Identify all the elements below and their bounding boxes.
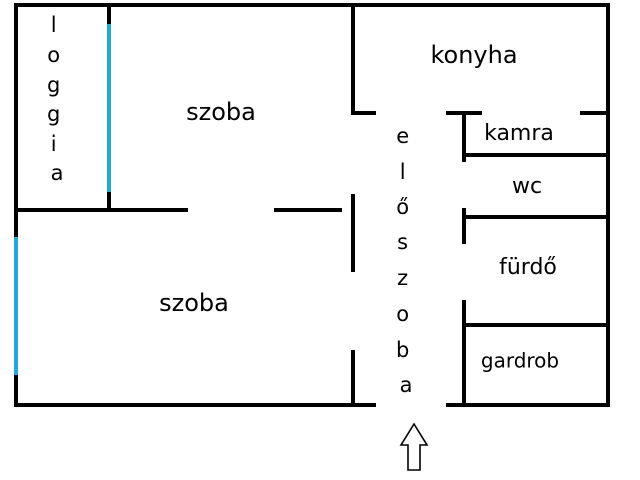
eloszoba-letter: s bbox=[397, 230, 408, 254]
room-label-eloszoba: e l ő s z o b a bbox=[396, 124, 416, 397]
loggia-letter: g bbox=[47, 73, 60, 97]
room-label-loggia: l o g g i a bbox=[47, 13, 67, 185]
eloszoba-letter: e bbox=[396, 124, 409, 148]
loggia-letter: i bbox=[51, 132, 57, 156]
loggia-letter: o bbox=[47, 43, 60, 67]
room-label-gardrob: gardrob bbox=[481, 349, 559, 373]
loggia-letter: l bbox=[51, 13, 57, 37]
room-label-furdo: fürdő bbox=[499, 255, 557, 280]
room-label-kamra: kamra bbox=[484, 121, 554, 146]
walls bbox=[14, 3, 610, 407]
room-label-szoba-upper: szoba bbox=[186, 98, 256, 126]
eloszoba-letter: a bbox=[400, 373, 413, 397]
eloszoba-letter: o bbox=[396, 302, 409, 326]
room-label-wc: wc bbox=[512, 174, 542, 199]
room-labels: l o g g i a szoba szoba konyha e l ő s z… bbox=[47, 13, 559, 397]
room-label-konyha: konyha bbox=[430, 41, 517, 69]
loggia-letter: g bbox=[47, 102, 60, 126]
eloszoba-letter: z bbox=[397, 266, 408, 290]
eloszoba-letter: l bbox=[400, 160, 406, 184]
up-arrow-icon bbox=[399, 422, 429, 471]
eloszoba-letter: ő bbox=[396, 195, 409, 219]
eloszoba-letter: b bbox=[396, 338, 409, 362]
windows bbox=[14, 24, 111, 375]
room-label-szoba-lower: szoba bbox=[159, 289, 229, 317]
loggia-letter: a bbox=[51, 161, 64, 185]
